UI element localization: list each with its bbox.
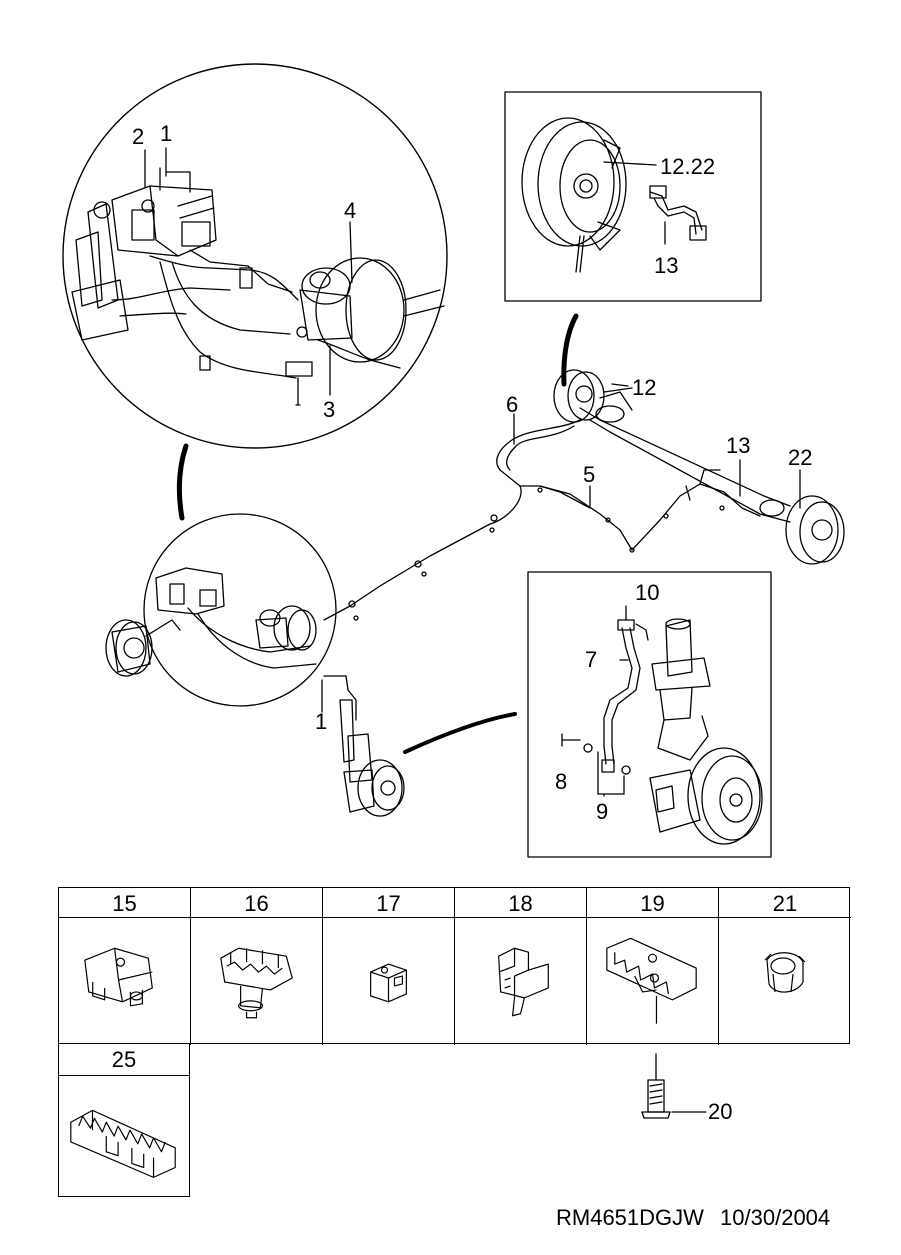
clip-cell-21: 21 [719, 888, 851, 1045]
callout-2: 2 [132, 124, 145, 149]
callout-12-22: 12.22 [660, 154, 716, 179]
clip-cell-25: 25 [58, 1043, 190, 1197]
callout-10: 10 [635, 580, 660, 605]
clip-cell-19: 19 [587, 888, 719, 1045]
front-strut-assembly [321, 675, 405, 817]
clip-cell-17: 17 [323, 888, 455, 1045]
clip-label: 16 [191, 888, 322, 918]
clip-cell-15: 15 [59, 888, 191, 1045]
callout-12: 12 [632, 375, 657, 400]
diagram-date: 10/30/2004 [720, 1205, 831, 1230]
callout-1: 1 [315, 709, 328, 734]
clip-21-icon [764, 952, 806, 993]
clip-label: 15 [59, 888, 190, 918]
magnified-master-cylinder-detail [62, 63, 448, 449]
clip-16-icon [220, 947, 293, 1019]
clip-17-icon [370, 963, 407, 1003]
rear-axle-assembly [553, 369, 845, 565]
clip-label: 25 [59, 1044, 189, 1076]
inset-front-hose-detail [527, 571, 772, 858]
clip-label: 21 [719, 888, 851, 918]
callout-13-inset: 13 [654, 253, 679, 278]
callout-22: 22 [788, 445, 813, 470]
callout-4: 4 [344, 198, 357, 223]
callout-7: 7 [585, 647, 598, 672]
callout-13: 13 [726, 433, 751, 458]
callout-8: 8 [555, 769, 568, 794]
brake-pipe-run [323, 387, 801, 621]
clip-label: 18 [455, 888, 586, 918]
diagram-reference: RM4651DGJW 10/30/2004 [556, 1206, 830, 1230]
inset-rear-drum-detail [504, 91, 762, 302]
magnified-front-detail [105, 513, 337, 707]
clip-label: 17 [323, 888, 454, 918]
clip-18-icon [498, 947, 549, 1017]
callout-20: 20 [708, 1099, 733, 1124]
callout-1-top: 1 [160, 121, 173, 146]
callout-6: 6 [506, 392, 519, 417]
clip-cell-18: 18 [455, 888, 587, 1045]
clip-parts-table: 15 16 17 [58, 887, 851, 1045]
clip-15-icon [84, 947, 153, 1007]
clip-25-icon [70, 1109, 176, 1178]
callout-5: 5 [583, 462, 596, 487]
diagram-code: RM4651DGJW [556, 1205, 704, 1230]
clip-label: 19 [587, 888, 718, 918]
callout-3: 3 [323, 397, 336, 422]
clip-19-icon [606, 937, 697, 1024]
bolt-20-icon [641, 1053, 707, 1119]
callout-9: 9 [596, 799, 609, 824]
clip-cell-16: 16 [191, 888, 323, 1045]
